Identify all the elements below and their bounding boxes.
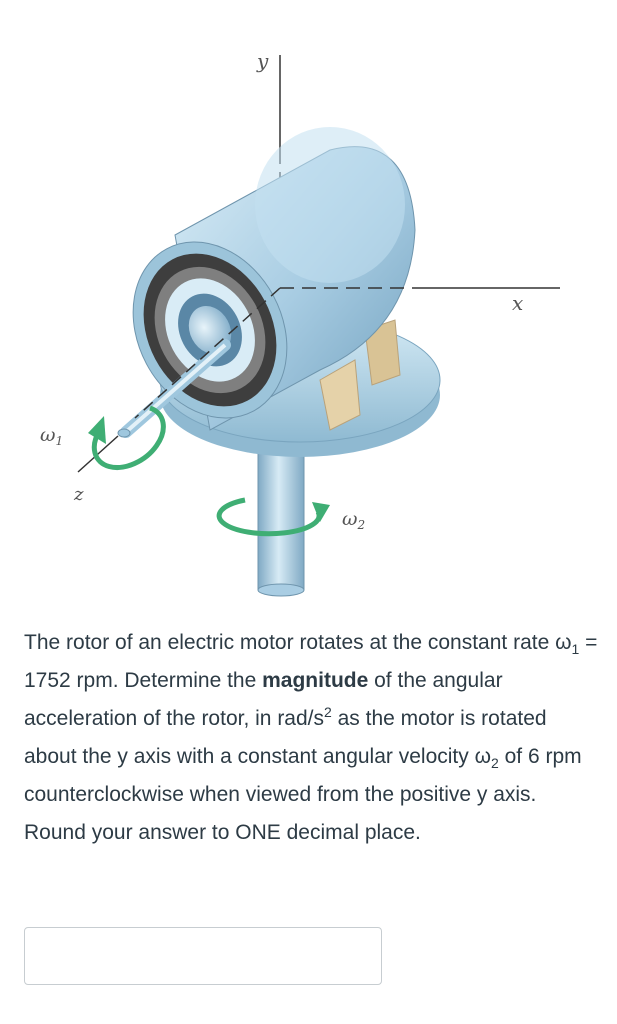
- omega1-rotation-arrow: [88, 405, 166, 470]
- question-text: The rotor of an electric motor rotates a…: [24, 631, 598, 844]
- z-axis: [77, 287, 281, 473]
- x-axis-label: x: [512, 291, 523, 315]
- z-axis-label: z: [73, 484, 84, 505]
- vertical-shaft: [257, 439, 305, 597]
- motor-diagram-svg: y x z ω1 ω2: [40, 49, 560, 597]
- omega2-rotation-arrow: [216, 497, 330, 537]
- answer-input[interactable]: [24, 927, 382, 985]
- omega1-label: ω1: [40, 424, 63, 448]
- motor-rotor-housing: [132, 127, 416, 431]
- motor-figure: y x z ω1 ω2: [40, 49, 560, 597]
- emphasis-magnitude: magnitude: [262, 669, 369, 692]
- rotor-shaft: [117, 339, 231, 438]
- y-axis-label: y: [256, 49, 269, 73]
- omega2-label: ω2: [342, 508, 365, 532]
